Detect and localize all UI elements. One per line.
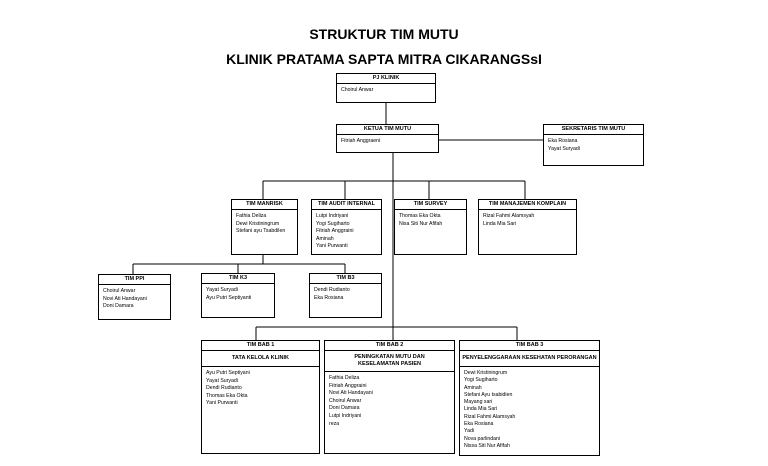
box-tim-manajemen-komplain: TIM MANAJEMEN KOMPLAIN Rizal Fahmi Alams…: [478, 199, 577, 255]
member-name: Thomas Eka Okta: [206, 392, 248, 399]
member-name: Rizal Fahmi Alamsyah: [483, 213, 535, 219]
member-name: Eka Rosiana: [548, 138, 578, 144]
member-name: Dendi Rudianto: [314, 287, 350, 293]
member-name: Yogi Sugiharto: [464, 377, 498, 384]
member-name: Eka Rosiana: [464, 421, 494, 428]
box-title: TIM BAB 1: [202, 341, 319, 351]
member-name: Nissa Siti Nur Afifah: [464, 442, 510, 449]
member-name: Yadi: [464, 428, 474, 435]
box-tim-b3: TIM B3 Dendi Rudianto Eka Rosiana: [309, 273, 382, 318]
member-name: Lutpi Indriyani: [329, 412, 362, 419]
member-name: Mayang sari: [464, 399, 493, 406]
member-name: Ayu Putri Septiyani: [206, 370, 250, 376]
member-name: Yayat Suryadi: [206, 287, 238, 293]
box-title: TIM SURVEY: [395, 200, 466, 210]
member-name: Fitriah Anggraini: [329, 382, 367, 389]
member-name: Choirul Anwar: [341, 87, 374, 93]
member-name: Stefani Ayu tsabidien: [464, 391, 513, 398]
member-name: Fitriah Anggraeni: [341, 138, 381, 144]
box-title: TIM AUDIT INTERNAL: [312, 200, 381, 210]
box-title: TIM MANRISK: [232, 200, 297, 210]
box-title: PJ KLINIK: [337, 74, 435, 84]
member-name: Aminah: [464, 384, 482, 391]
box-subtitle: TATA KELOLA KLINIK: [202, 351, 319, 367]
box-title: TIM BAB 3: [460, 341, 599, 351]
chart-title: STRUKTUR TIM MUTU: [309, 26, 459, 42]
member-name: Novi Ati Handayani: [329, 390, 373, 397]
member-name: Aminah: [316, 235, 334, 242]
member-name: Fathia Deliza: [329, 375, 360, 381]
box-title: KETUA TIM MUTU: [337, 125, 438, 135]
member-name: Doni Damara: [329, 405, 360, 412]
member-name: Choirul Anwar: [103, 288, 136, 294]
box-ketua-tim-mutu: KETUA TIM MUTU Fitriah Anggraeni: [336, 124, 439, 153]
box-tim-manrisk: TIM MANRISK Fathia Deliza Dewi Kristinin…: [231, 199, 298, 255]
box-title: SEKRETARIS TIM MUTU: [544, 125, 643, 135]
member-name: Linda Mia Sari: [483, 220, 517, 227]
member-name: Nova parlindani: [464, 435, 501, 442]
member-name: Thomas Eka Okta: [399, 213, 441, 219]
box-subtitle: PENYELENGGARAAN KESEHATAN PERORANGAN: [460, 351, 599, 367]
member-name: Novi Ati Handayani: [103, 295, 147, 302]
box-title: TIM B3: [310, 274, 381, 284]
member-name: reza: [329, 420, 340, 427]
box-title: TIM MANAJEMEN KOMPLAIN: [479, 200, 576, 210]
member-name: Lutpi Indriyani: [316, 213, 349, 219]
box-tim-audit-internal: TIM AUDIT INTERNAL Lutpi Indriyani Yogi …: [311, 199, 382, 255]
box-title: TIM K3: [202, 274, 274, 284]
member-name: Ayu Putri Septiyanti: [206, 294, 252, 301]
box-sekretaris-tim-mutu: SEKRETARIS TIM MUTU Eka Rosiana Yayat Su…: [543, 124, 644, 166]
member-name: Yayat Suryadi: [548, 145, 580, 152]
member-name: Yogi Sugiharto: [316, 220, 350, 227]
box-tim-ppi: TIM PPI Choirul Anwar Novi Ati Handayani…: [98, 274, 171, 320]
member-name: Yani Purwanti: [206, 400, 238, 407]
member-name: Fathia Deliza: [236, 213, 267, 219]
member-name: Stefani ayu Tsabdilen: [236, 228, 286, 235]
member-name: Dewi Kristiningrum: [236, 220, 280, 227]
member-name: Dendi Rudianto: [206, 385, 242, 392]
member-name: Doni Damara: [103, 303, 134, 310]
box-title: TIM PPI: [99, 275, 170, 285]
box-tim-bab-3: TIM BAB 3 PENYELENGGARAAN KESEHATAN PERO…: [459, 340, 600, 456]
member-name: Choirul Anwar: [329, 397, 362, 404]
chart-subtitle: KLINIK PRATAMA SAPTA MITRA CIKARANGSsI: [226, 51, 542, 67]
member-name: Rizal Fahmi Alamsyah: [464, 413, 516, 420]
member-name: Nisa Siti Nur Afifah: [399, 220, 443, 227]
member-name: Fitriah Anggraini: [316, 228, 354, 235]
box-title: TIM BAB 2: [325, 341, 454, 351]
member-name: Yayat Suryadi: [206, 377, 238, 384]
member-name: Linda Mia Sari: [464, 406, 498, 413]
member-name: Eka Rosiana: [314, 294, 344, 301]
box-tim-bab-1: TIM BAB 1 TATA KELOLA KLINIK Ayu Putri S…: [201, 340, 320, 454]
box-tim-k3: TIM K3 Yayat Suryadi Ayu Putri Septiyant…: [201, 273, 275, 318]
member-name: Yani Purwanti: [316, 243, 348, 250]
box-subtitle: PENINGKATAN MUTU DAN KESELAMATAN PASIEN: [325, 351, 454, 372]
member-name: Dewi Kristiningrum: [464, 370, 508, 376]
box-pj-klinik: PJ KLINIK Choirul Anwar: [336, 73, 436, 103]
box-tim-survey: TIM SURVEY Thomas Eka Okta Nisa Siti Nur…: [394, 199, 467, 255]
box-tim-bab-2: TIM BAB 2 PENINGKATAN MUTU DAN KESELAMAT…: [324, 340, 455, 454]
